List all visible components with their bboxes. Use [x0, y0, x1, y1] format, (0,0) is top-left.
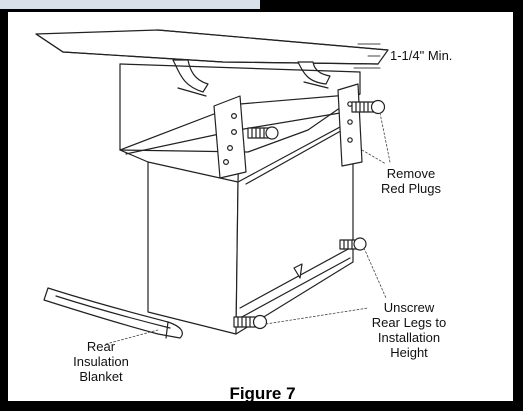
header-tab-strip: [0, 0, 260, 9]
mounting-bracket-right: [337, 83, 363, 167]
min-clearance-label: 1-1/4" Min.: [390, 48, 453, 63]
installation-drawing: [35, 29, 391, 345]
dimension-marks: [353, 43, 381, 69]
figure-caption: Figure 7: [229, 384, 296, 403]
remove-plugs-label: Remove Red Plugs: [381, 166, 441, 196]
cabinet-cutout: [119, 63, 361, 151]
leader-lines: [105, 112, 391, 345]
countertop: [35, 29, 389, 65]
insulation-label: Rear Insulation Blanket: [73, 339, 129, 384]
plug-bolt-rear: [351, 99, 386, 115]
rear-leg-upper: [339, 237, 367, 251]
mounting-bracket-left: [213, 95, 247, 179]
rear-leg-lower: [233, 314, 268, 330]
rear-legs: [233, 237, 367, 330]
rear-legs-label: Unscrew Rear Legs to Installation Height: [371, 300, 447, 360]
insulation-blanket: [43, 287, 183, 339]
plug-bolt-front: [247, 126, 279, 140]
figure-panel: 1-1/4" Min. Remove Red Plugs Unscrew Rea…: [6, 10, 515, 403]
red-plug-bolts: [247, 99, 386, 140]
support-brackets: [172, 59, 331, 97]
